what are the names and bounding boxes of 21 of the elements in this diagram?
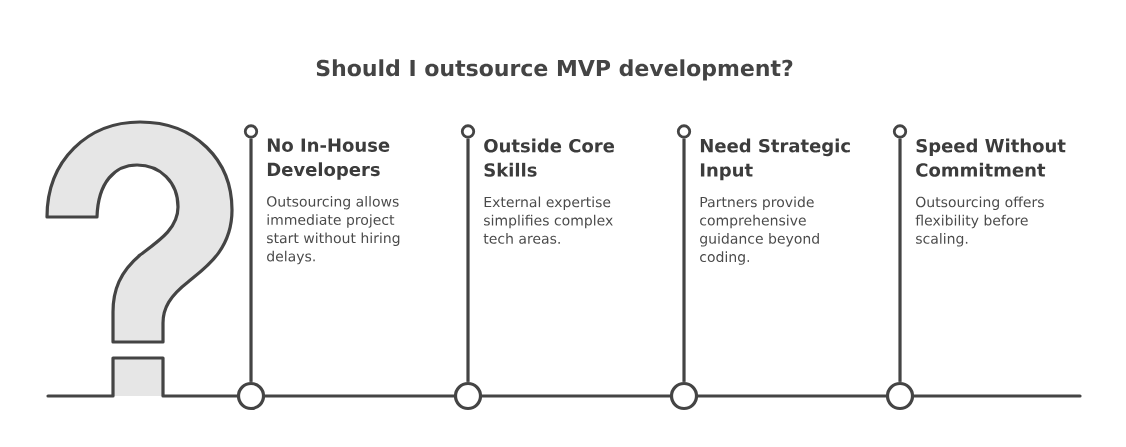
column-text: Outsourcing allows immediate project start without hiring delays.	[267, 195, 400, 265]
stem-end-ring	[460, 124, 476, 139]
stem-line	[682, 138, 686, 382]
column-heading: Outside Core Skills	[484, 138, 614, 177]
timeline-marker	[885, 381, 915, 411]
column-heading: Speed Without Commitment	[916, 138, 1066, 177]
stem-end-ring	[676, 124, 692, 139]
column-text: External expertise simplifies complex tech areas.	[483, 196, 613, 244]
timeline-marker	[453, 381, 483, 411]
column-text: Outsourcing offers flexibility before scaling.	[915, 196, 1044, 247]
column-heading: No In-House Developers	[267, 138, 390, 180]
stem-end-ring	[892, 124, 908, 139]
column-heading: Need Strategic Input	[700, 138, 850, 181]
timeline-marker	[669, 381, 699, 411]
stem-line	[249, 138, 253, 382]
timeline-marker	[236, 381, 266, 411]
title: Should I outsource MVP development?	[316, 59, 793, 81]
stem-end-ring	[243, 124, 259, 139]
column-text: Partners provide comprehensive guidance beyond coding.	[700, 196, 819, 265]
stem-line	[898, 138, 902, 382]
stem-line	[466, 138, 470, 382]
